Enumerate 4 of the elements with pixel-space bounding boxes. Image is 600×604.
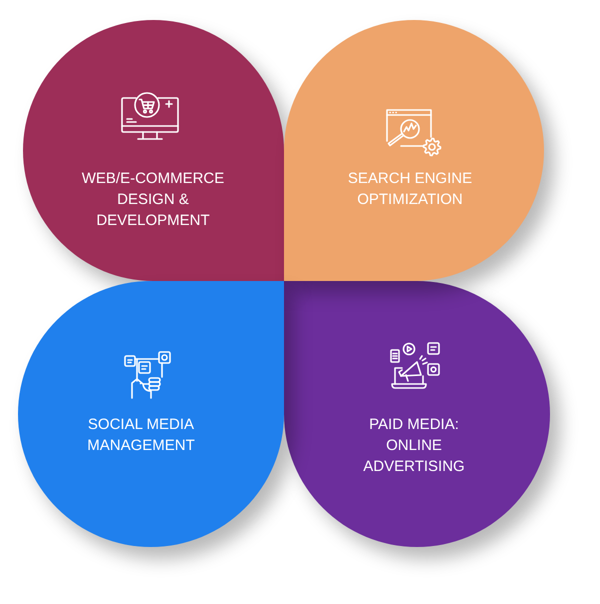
service-title: SEARCH ENGINE OPTIMIZATION	[346, 169, 474, 210]
service-title: PAID MEDIA: ONLINE ADVERTISING	[362, 415, 466, 477]
service-title: WEB/E-COMMERCE DESIGN & DEVELOPMENT	[80, 169, 226, 231]
service-title: SOCIAL MEDIA MANAGEMENT	[86, 415, 196, 456]
